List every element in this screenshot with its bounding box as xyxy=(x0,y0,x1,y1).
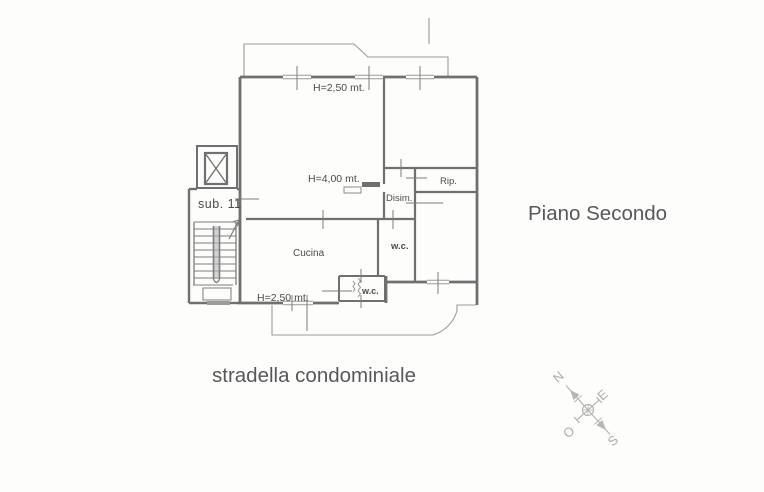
room-label-bathroom-small: w.c. xyxy=(361,286,379,296)
door-leaf xyxy=(343,186,362,194)
south-arrowhead xyxy=(596,419,607,431)
stairwell xyxy=(187,145,240,305)
stairwell-door-threshold xyxy=(207,301,230,305)
staircase xyxy=(193,221,237,301)
compass-rose: N E O S xyxy=(550,368,622,449)
interior-walls xyxy=(246,77,477,282)
compass-east-label: E xyxy=(594,386,611,403)
unit-label: sub. 11 xyxy=(198,197,242,211)
height-label-lower: H=2,50 mt. xyxy=(257,292,309,304)
elevator-shaft xyxy=(196,145,238,189)
room-label-kitchen: Cucina xyxy=(293,248,325,259)
openings xyxy=(235,66,449,331)
plan-labels: H=2,50 mt. H=4,00 mt. H=2,50 mt. sub. 11… xyxy=(198,82,457,304)
height-label-living: H=4,00 mt. xyxy=(308,173,360,185)
balcony-outline xyxy=(243,18,476,336)
street-label: stradella condominiale xyxy=(212,364,416,387)
north-arrowhead xyxy=(569,389,580,401)
renovation-hatch xyxy=(352,280,356,293)
compass-west-label: O xyxy=(560,423,578,441)
floor-title: Piano Secondo xyxy=(528,202,667,225)
small-wc xyxy=(322,269,386,308)
stair-direction-arrow xyxy=(228,219,240,240)
renovation-hatch xyxy=(357,277,362,298)
room-label-storage: Rip. xyxy=(440,176,457,187)
compass-north-label: N xyxy=(550,368,567,385)
room-label-bathroom: w.c. xyxy=(390,241,409,252)
compass-south-label: S xyxy=(605,432,622,449)
room-label-hallway: Disim. xyxy=(386,193,412,204)
height-label-upper: H=2,50 mt. xyxy=(313,82,365,94)
door-threshold xyxy=(362,182,380,187)
